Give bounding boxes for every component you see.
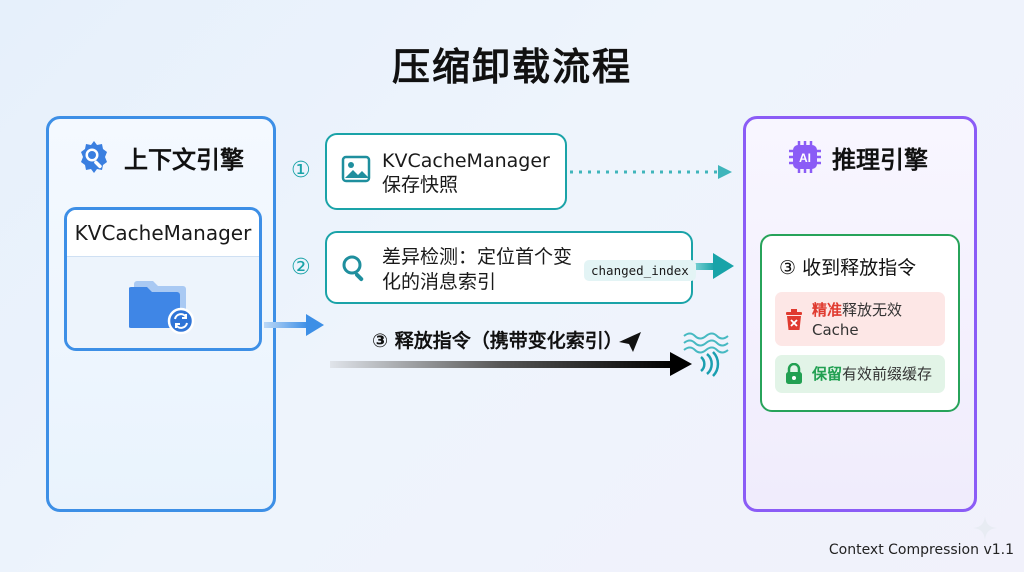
sparkle-icon — [972, 515, 998, 545]
release-cache-pill — [775, 292, 945, 346]
send-icon — [617, 330, 643, 358]
signal-icon — [697, 351, 723, 381]
step3-arrow-head — [670, 352, 692, 376]
keep-highlight: 保留 — [812, 365, 843, 383]
step1-number: ① — [291, 158, 311, 183]
step1-line2: 保存快照 — [382, 174, 459, 196]
step3-label: ③ 释放指令（携带变化索引） — [372, 326, 623, 353]
kvcache-manager-label: KVCacheManager — [67, 210, 259, 257]
folder-sync-icon — [128, 271, 199, 339]
step2-line2: 化的消息索引 — [382, 271, 497, 293]
step1-arrow-head — [718, 165, 732, 179]
receive-title-text: 收到释放指令 — [802, 257, 917, 279]
step2-arrow-shaft — [693, 263, 715, 270]
search-icon — [341, 254, 369, 286]
step3-text: 释放指令（携带变化索引） — [394, 330, 623, 352]
trash-icon — [784, 309, 804, 335]
kv-to-step-arrow-shaft — [264, 322, 308, 328]
receive-instruction-title: ③ 收到释放指令 — [779, 253, 916, 280]
page-title: 压缩卸载流程 — [391, 45, 632, 89]
release-rest: 释放无效 — [842, 301, 903, 319]
step1-card — [325, 133, 567, 210]
kvcache-manager-box: KVCacheManager — [64, 207, 262, 351]
context-engine-title: 上下文引擎 — [124, 146, 244, 174]
step2-number: ② — [291, 255, 311, 280]
release-text-line2: Cache — [812, 321, 859, 339]
ai-chip-icon: AI — [788, 140, 822, 178]
step2-card — [325, 231, 693, 304]
wave-icon — [682, 330, 730, 360]
svg-text:AI: AI — [799, 151, 811, 165]
inference-engine-title: 推理引擎 — [832, 146, 928, 174]
release-text-line1: 精准释放无效 — [812, 300, 902, 320]
version-footer: Context Compression v1.1 — [828, 542, 1014, 558]
release-highlight: 精准 — [812, 301, 843, 319]
keep-cache-pill — [775, 355, 945, 393]
keep-rest: 有效前缀缓存 — [842, 365, 933, 383]
receive-step-number: ③ — [779, 257, 797, 279]
image-icon — [341, 155, 371, 187]
step3-number: ③ — [372, 330, 389, 352]
gear-search-icon — [76, 139, 112, 175]
step3-arrow-shaft — [330, 361, 674, 368]
step1-line1: KVCacheManager — [382, 150, 550, 172]
lock-icon — [785, 362, 803, 389]
step2-line1: 差异检测：定位首个变 — [382, 246, 573, 268]
kv-to-step-arrow-head — [306, 314, 324, 336]
changed-index-tag: changed_index — [584, 260, 696, 281]
keep-text: 保留有效前缀缓存 — [812, 364, 932, 384]
step2-arrow-head — [713, 253, 734, 279]
